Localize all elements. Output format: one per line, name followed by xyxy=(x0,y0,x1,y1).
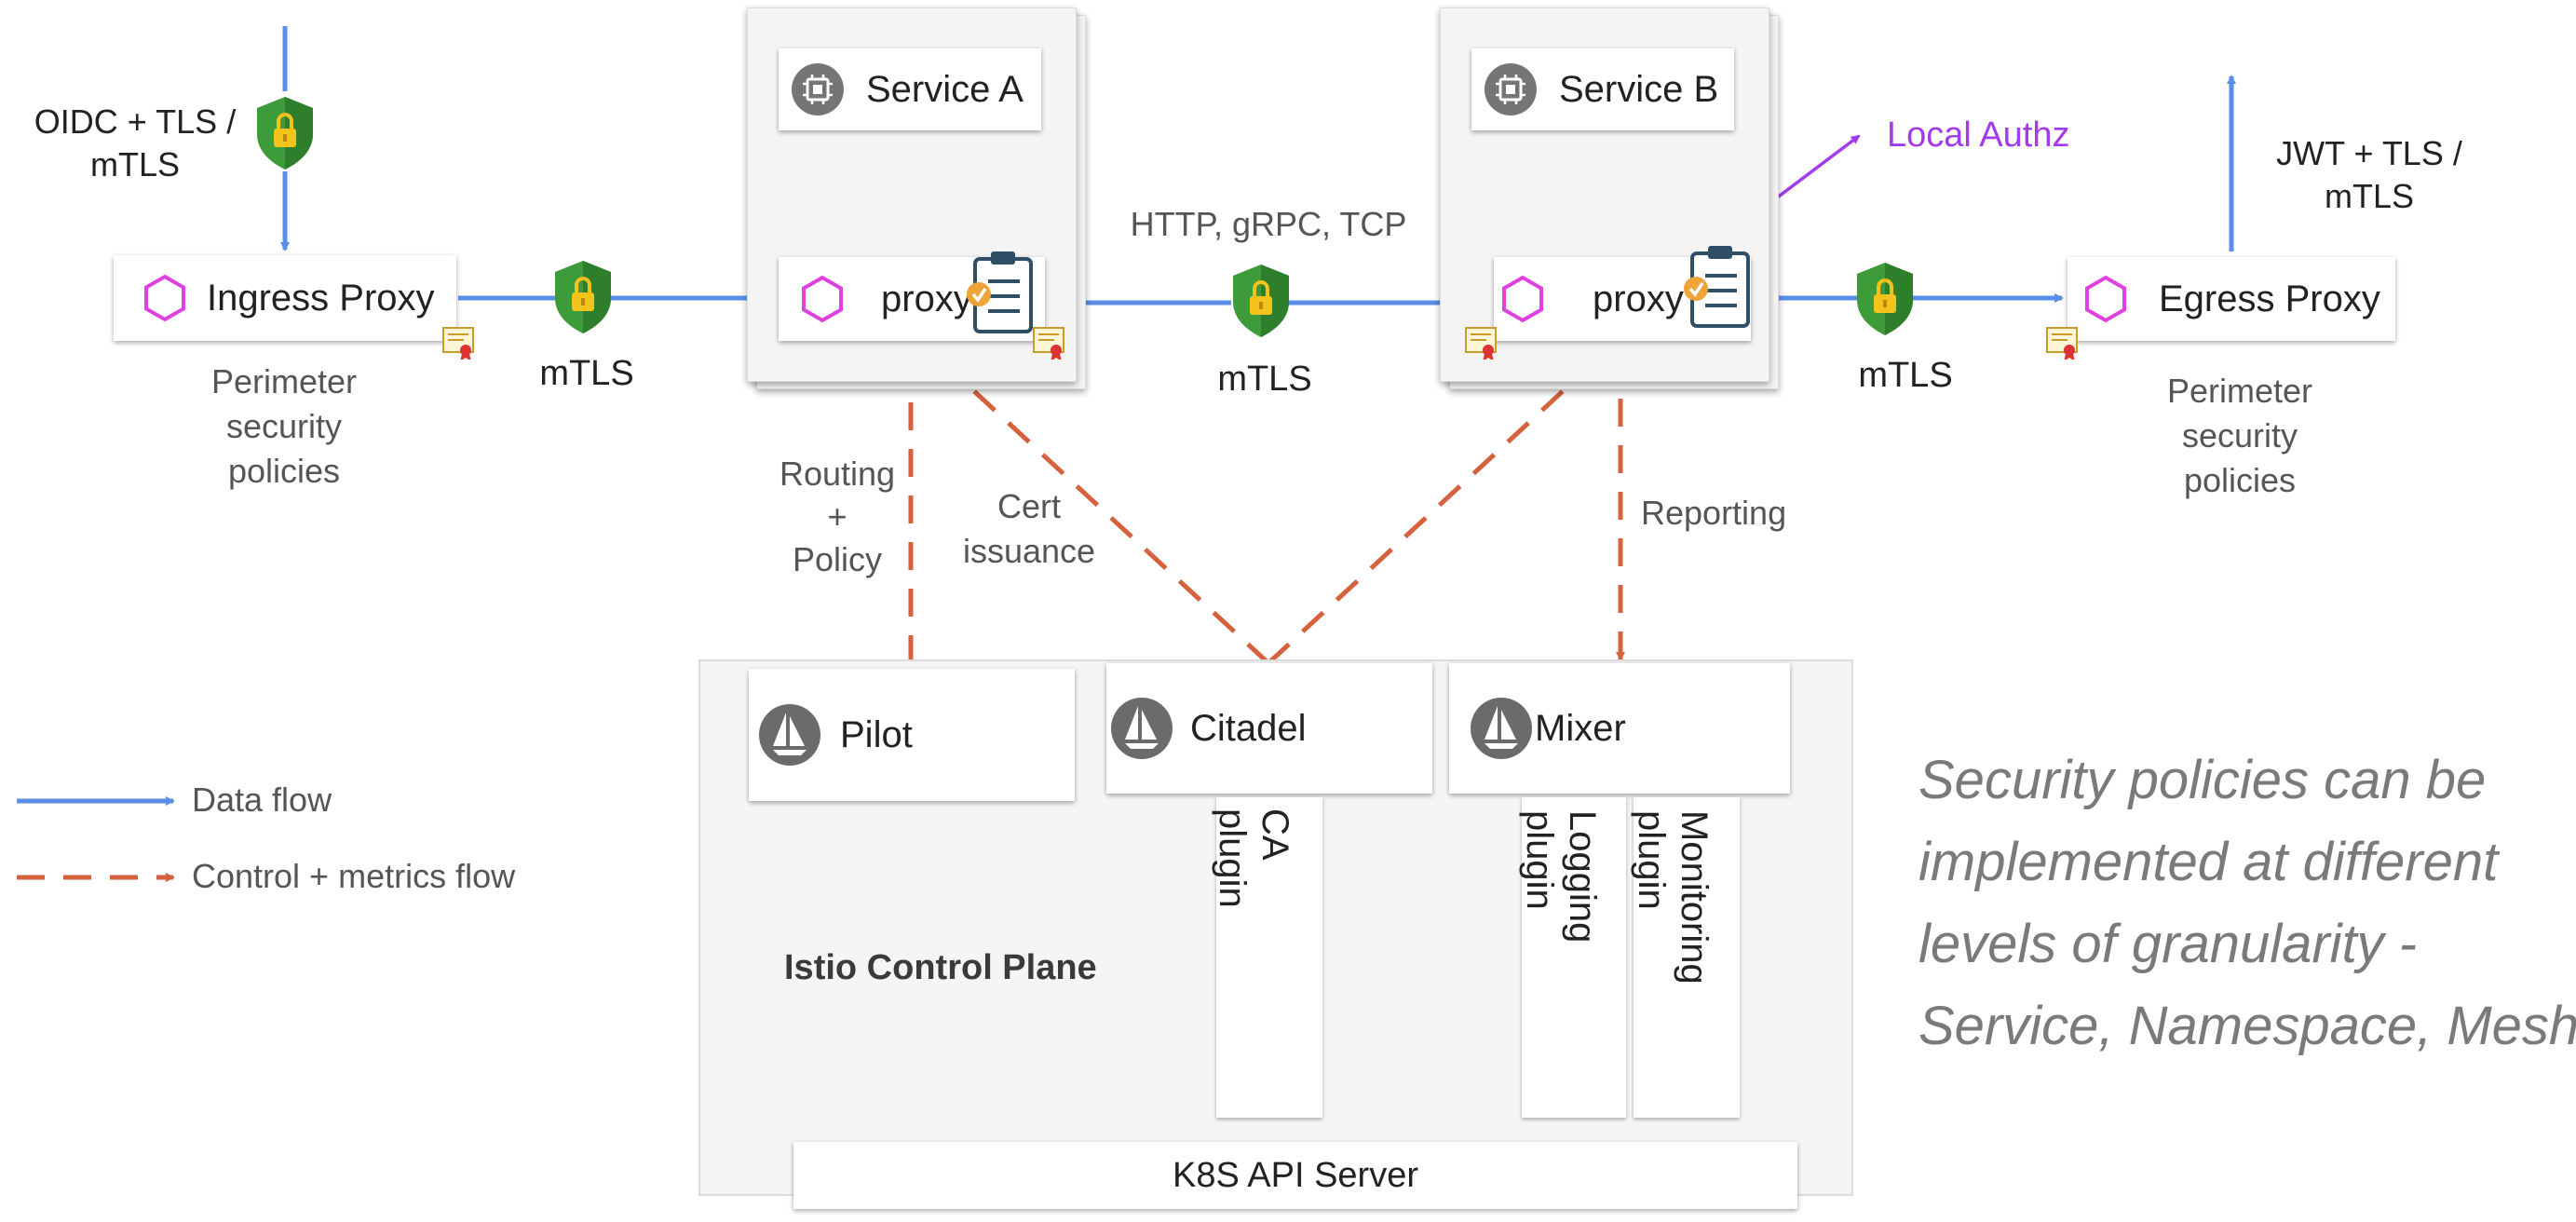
cert-issuance-label: Cert issuance xyxy=(962,487,1096,570)
mtls-label-2: mTLS xyxy=(1217,360,1312,399)
ingress-proxy-box[interactable]: Ingress Proxy xyxy=(114,255,456,341)
istio-sail-icon xyxy=(1111,698,1173,759)
oidc-label: OIDC + TLS / mTLS xyxy=(34,102,237,183)
pilot-box[interactable]: Pilot xyxy=(749,669,1075,801)
reporting-label: Reporting xyxy=(1641,494,1787,532)
hexagon-icon xyxy=(802,275,843,323)
ca-plugin-label: CA plugin xyxy=(1212,808,1295,908)
citadel-to-proxy-a-arrow xyxy=(924,345,1270,665)
logging-plugin-box[interactable]: Logging plugin xyxy=(1519,797,1626,1118)
perimeter-left-label: Perimeter security policies xyxy=(210,362,358,490)
k8s-api-server-box[interactable]: K8S API Server xyxy=(793,1142,1797,1209)
monitoring-plugin-label: Monitoring plugin xyxy=(1631,810,1715,984)
chip-icon xyxy=(792,63,844,115)
routing-policy-label: Routing + Policy xyxy=(779,455,896,578)
data-flow-arrows xyxy=(280,26,2236,307)
monitoring-plugin-box[interactable]: Monitoring plugin xyxy=(1631,797,1740,1118)
hexagon-icon xyxy=(2085,275,2126,323)
mixer-box[interactable]: Mixer xyxy=(1449,663,1790,794)
perimeter-right-label: Perimeter security policies xyxy=(2166,372,2313,499)
granularity-note: Security policies can be implemented at … xyxy=(1918,750,2576,1056)
citadel-label: Citadel xyxy=(1190,707,1307,749)
k8s-api-server-label: K8S API Server xyxy=(1172,1155,1418,1195)
hexagon-icon xyxy=(144,274,185,322)
hexagon-icon xyxy=(1502,275,1543,323)
legend-data-flow-label: Data flow xyxy=(192,781,332,819)
control-plane-label: Istio Control Plane xyxy=(784,948,1097,987)
local-authz-label: Local Authz xyxy=(1887,115,2070,155)
control-flow-arrows xyxy=(906,345,1625,665)
shield-lock-icon xyxy=(1855,261,1915,337)
shield-lock-icon xyxy=(255,95,315,171)
certificate-icon xyxy=(1033,327,1064,360)
certificate-icon xyxy=(1465,327,1497,360)
shield-lock-icon xyxy=(553,259,613,335)
pilot-label: Pilot xyxy=(840,713,913,755)
certificate-icon xyxy=(2046,327,2078,360)
mtls-label-1: mTLS xyxy=(539,354,634,393)
egress-proxy-box[interactable]: Egress Proxy xyxy=(2068,257,2395,341)
protocols-label: HTTP, gRPC, TCP xyxy=(1130,205,1407,243)
proxy-a-label: proxy xyxy=(881,278,972,319)
service-a-box[interactable]: Service A xyxy=(779,48,1041,130)
citadel-to-proxy-b-arrow xyxy=(1267,345,1613,665)
proxy-b-label: proxy xyxy=(1593,278,1684,319)
clipboard-icon xyxy=(1682,244,1750,328)
shield-lock-icon xyxy=(1231,263,1291,339)
legend-control-flow-label: Control + metrics flow xyxy=(192,857,516,895)
citadel-box[interactable]: Citadel xyxy=(1106,663,1432,794)
ca-plugin-box[interactable]: CA plugin xyxy=(1212,797,1322,1118)
service-a-label: Service A xyxy=(866,68,1024,110)
mixer-label: Mixer xyxy=(1535,707,1626,749)
service-b-box[interactable]: Service B xyxy=(1471,48,1734,130)
jwt-label: JWT + TLS / mTLS xyxy=(2276,134,2462,215)
egress-proxy-label: Egress Proxy xyxy=(2159,278,2380,319)
ingress-proxy-label: Ingress Proxy xyxy=(207,277,435,319)
certificate-icon xyxy=(442,327,474,360)
istio-sail-icon xyxy=(1471,698,1532,759)
istio-sail-icon xyxy=(759,704,820,766)
chip-icon xyxy=(1485,63,1537,115)
logging-plugin-label: Logging plugin xyxy=(1519,810,1603,944)
mtls-label-3: mTLS xyxy=(1858,356,1953,395)
service-b-label: Service B xyxy=(1559,68,1719,110)
